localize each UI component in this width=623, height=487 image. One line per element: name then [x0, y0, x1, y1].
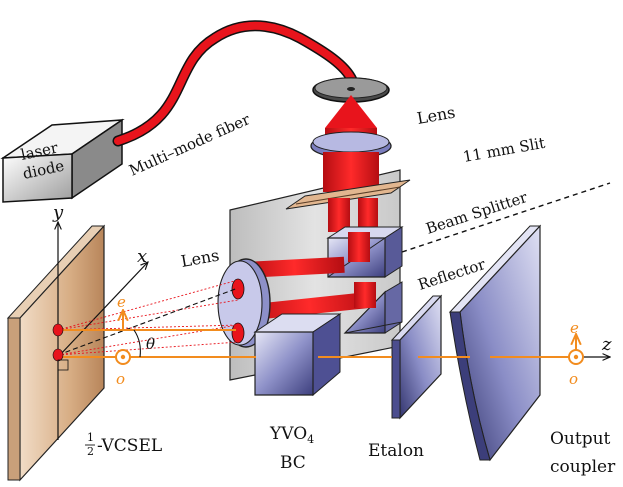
x-axis	[57, 262, 148, 358]
x-axis-label: x	[137, 246, 147, 267]
left-lens	[217, 258, 271, 348]
yvo4-label: YVO4	[269, 424, 314, 446]
z-axis-label: z	[601, 334, 612, 355]
top-lens-label: Lens	[415, 103, 456, 128]
left-lens-label: Lens	[179, 246, 220, 271]
bc-label: BC	[280, 453, 306, 473]
theta-label: θ	[146, 335, 155, 353]
optical-axis-beams	[58, 329, 470, 358]
y-axis-label: y	[52, 202, 64, 223]
svg-text:-VCSEL: -VCSEL	[97, 436, 162, 456]
vcsel-label: 1 2 -VCSEL	[85, 431, 162, 458]
top-lens-assembly: Lens 11 mm Slit	[285, 77, 547, 234]
etalon-label: Etalon	[368, 441, 424, 461]
output-coupler	[448, 224, 542, 462]
yvo4-crystal	[253, 313, 342, 397]
beam-splitter-label: Beam Splitter	[424, 188, 531, 238]
output-coupler-label-2: coupler	[550, 457, 616, 477]
output-coupler-label-1: Output	[550, 429, 611, 449]
polarization-right: e o	[568, 319, 584, 388]
emitter-upper	[52, 323, 64, 337]
laser-diode: laser diode	[0, 118, 125, 203]
slit-label: 11 mm Slit	[462, 134, 547, 166]
theta-arc	[133, 329, 141, 358]
red-beam-lower	[243, 291, 375, 321]
polarization-left: e o	[115, 293, 131, 388]
svg-text:1: 1	[87, 431, 94, 444]
e-label-right: e	[570, 319, 579, 337]
o-label-right: o	[569, 370, 578, 388]
o-label-left: o	[116, 370, 125, 388]
beam-splitter-guide	[401, 182, 611, 253]
emitter-lower	[52, 348, 64, 362]
red-beam-upper	[244, 256, 345, 278]
svg-text:2: 2	[87, 445, 94, 458]
e-label-left: e	[117, 293, 126, 311]
fiber-label: Multi–mode fiber	[126, 110, 253, 180]
